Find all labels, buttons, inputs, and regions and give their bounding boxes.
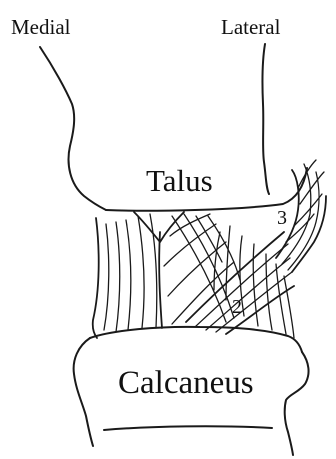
interosseous-ligament (93, 212, 294, 338)
talus-label: Talus (146, 165, 213, 196)
ligament-2-label: 2 (232, 297, 242, 317)
medial-label: Medial (11, 17, 70, 38)
lateral-label: Lateral (221, 17, 280, 38)
calcaneus-label: Calcaneus (118, 367, 254, 400)
ligament-3-label: 3 (277, 208, 287, 228)
